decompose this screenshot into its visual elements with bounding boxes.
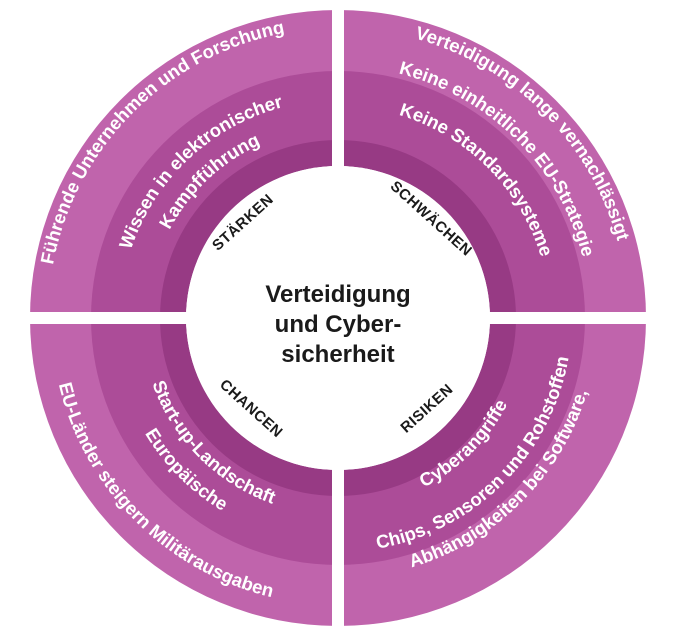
center-circle-cover	[186, 166, 490, 470]
center-title-line-2: und Cyber-	[275, 311, 402, 338]
center-title-line-3: sicherheit	[281, 341, 394, 368]
center-title-line-1: Verteidigung	[265, 281, 410, 308]
center-title: Verteidigung und Cyber- sicherheit	[265, 281, 410, 368]
